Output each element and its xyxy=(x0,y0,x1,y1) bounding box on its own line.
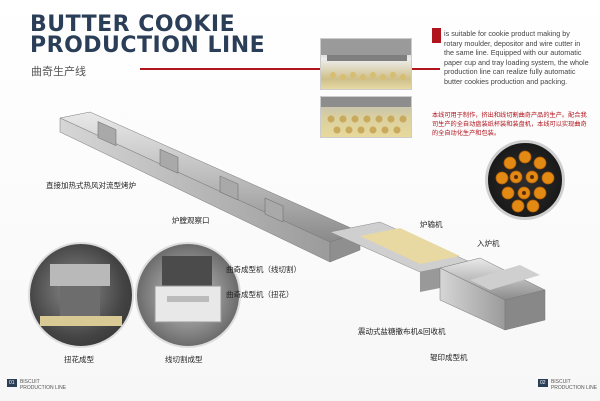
description-chinese: 本线可用于制作，挤出和线切割曲奇产品的生产。配合我司生产的全自动盘装纸杯装和装盘… xyxy=(432,112,587,137)
cookie-belt xyxy=(360,228,460,264)
oven-burners xyxy=(97,121,284,223)
forming-machine-end xyxy=(504,289,546,331)
title-line-2: PRODUCTION LINE xyxy=(30,33,266,58)
hopper xyxy=(470,265,540,290)
page-number-right: 02 xyxy=(538,379,548,387)
cookies-icon xyxy=(495,150,555,213)
footer-left: 01 BISCUIT PRODUCTION LINE xyxy=(7,379,66,391)
footer-left-line1: BISCUIT xyxy=(19,379,40,385)
label-sugar-sprinkler: 震动式盐糖撒布机&回收机 xyxy=(358,327,446,336)
footer-left-line2: PRODUCTION LINE xyxy=(19,385,67,391)
page-title: BUTTER COOKIE PRODUCTION LINE xyxy=(30,12,266,58)
label-infeed: 入炉机 xyxy=(477,239,500,248)
accent-square xyxy=(432,28,441,43)
description-english: is suitable for cookie product making by… xyxy=(444,29,589,86)
footer-right: 02 BISCUIT PRODUCTION LINE xyxy=(538,379,597,391)
caption-wire-cut-forming: 线切割成型 xyxy=(165,355,203,364)
cookie-closeup-circle xyxy=(485,140,565,220)
footer-right-line1: BISCUIT xyxy=(550,379,571,385)
wire-cut-forming-photo xyxy=(135,242,241,348)
machine-photo-bottom xyxy=(320,96,412,138)
label-outfeed: 炉输机 xyxy=(420,220,443,229)
wire-cut-machine-icon xyxy=(154,256,222,323)
twist-forming-photo xyxy=(28,242,134,348)
label-wire-cut: 曲奇成型机（线切割） xyxy=(226,265,301,274)
subtitle-chinese: 曲奇生产线 xyxy=(31,66,86,78)
machine-photo-top xyxy=(320,38,412,90)
label-rotary-moulder: 辊印成型机 xyxy=(430,353,468,362)
footer-right-line2: PRODUCTION LINE xyxy=(550,385,598,391)
label-twist: 曲奇成型机（扭花） xyxy=(226,290,294,299)
label-oven: 直接加热式热风对流型烤炉 xyxy=(46,181,136,190)
twist-machine-icon xyxy=(40,264,122,326)
depositor-photo-icon xyxy=(321,39,411,80)
accent-divider xyxy=(140,68,440,70)
page-number-left: 01 xyxy=(7,379,17,387)
caption-twist-forming: 扭花成型 xyxy=(64,355,94,364)
title-line-1: BUTTER COOKIE xyxy=(30,12,236,37)
cookie-tray-photo-icon xyxy=(321,97,411,134)
label-oven-window: 炉膛观察口 xyxy=(172,216,210,225)
